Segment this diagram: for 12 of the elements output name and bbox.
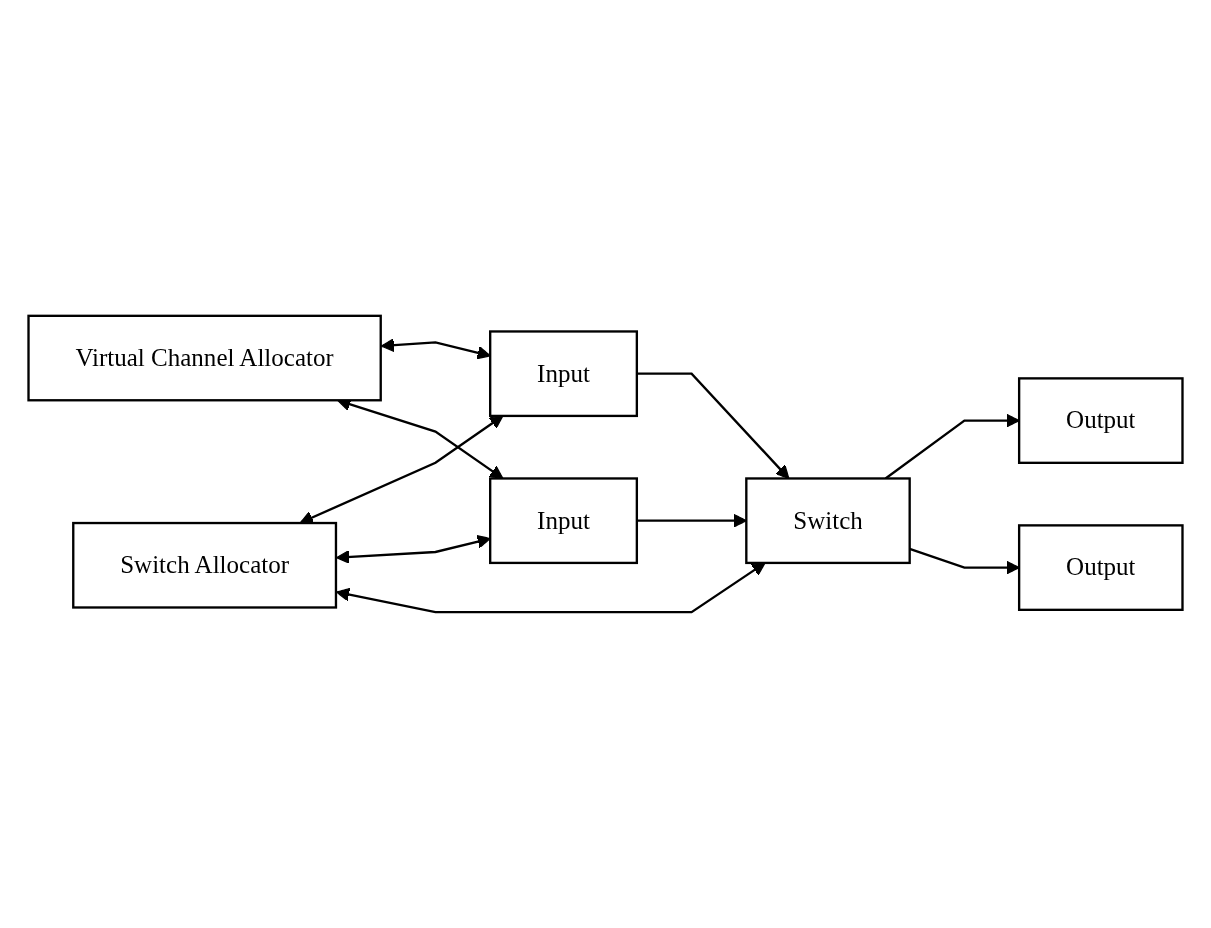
node-box: Switch <box>745 477 911 565</box>
node-box: Input <box>489 330 639 418</box>
arrow <box>335 534 491 564</box>
node-box: Output <box>1017 377 1184 464</box>
node-box: Switch Allocator <box>72 521 338 609</box>
arrow <box>909 547 1020 575</box>
arrow <box>335 562 766 614</box>
node-box: Output <box>1017 524 1184 611</box>
arrow <box>636 513 747 528</box>
arrow <box>380 338 491 360</box>
node-box: Input <box>489 477 639 565</box>
node-box: Virtual Channel Allocator <box>27 314 382 402</box>
